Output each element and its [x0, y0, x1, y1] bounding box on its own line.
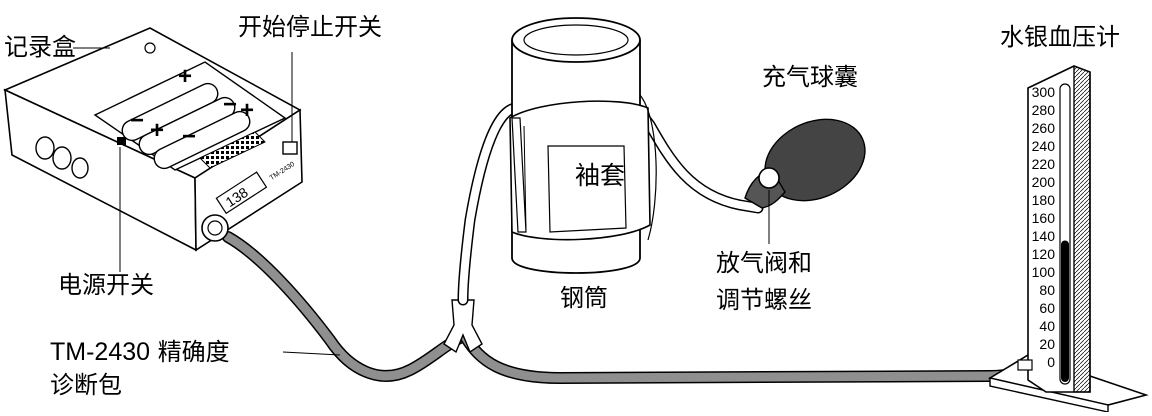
svg-text:+: + — [150, 117, 164, 144]
pressure-scale: 3002802602402202001801601401201008060402… — [1032, 84, 1056, 370]
batteries: + − + − + − — [121, 63, 254, 170]
scale-tick-label: 280 — [1032, 102, 1056, 118]
svg-text:−: − — [223, 91, 237, 118]
scale-tick-label: 200 — [1032, 174, 1056, 190]
cuff — [509, 94, 657, 241]
manometer-label: 水银血压计 — [1000, 23, 1120, 51]
scale-tick-label: 240 — [1032, 138, 1056, 154]
scale-tick-label: 60 — [1039, 300, 1055, 316]
scale-tick-label: 220 — [1032, 156, 1056, 172]
start-stop-switch-label: 开始停止开关 — [238, 13, 382, 41]
scale-tick-label: 140 — [1032, 228, 1056, 244]
scale-tick-label: 80 — [1039, 282, 1055, 298]
scale-tick-label: 120 — [1032, 246, 1056, 262]
scale-tick-label: 40 — [1039, 318, 1055, 334]
svg-text:+: + — [240, 97, 254, 124]
kit-name-line2: 诊断包 — [50, 371, 122, 399]
svg-text:+: + — [178, 63, 192, 90]
cuff-label: 袖套 — [575, 161, 626, 190]
valve-screw — [758, 167, 780, 189]
scale-tick-label: 300 — [1032, 84, 1056, 100]
scale-tick-label: 180 — [1032, 192, 1056, 208]
record-box: + − + − + − 138 TM-2430 — [3, 27, 341, 356]
scale-tick-label: 20 — [1039, 336, 1055, 352]
mercury-column — [1061, 240, 1069, 382]
start-stop-switch — [282, 141, 298, 155]
valve-label-line2: 调节螺丝 — [716, 286, 812, 314]
scale-tick-label: 100 — [1032, 264, 1056, 280]
svg-text:−: − — [130, 107, 144, 134]
mercury-manometer: 3002802602402202001801601401201008060402… — [987, 65, 1149, 413]
scale-tick-label: 160 — [1032, 210, 1056, 226]
inflation-bulb — [744, 118, 866, 244]
valve-label-line1: 放气阀和 — [716, 249, 812, 277]
power-switch — [117, 137, 126, 145]
scale-tick-label: 260 — [1032, 120, 1056, 136]
record-box-label: 记录盒 — [4, 33, 76, 61]
steel-cylinder-label: 钢筒 — [560, 284, 608, 312]
inflation-bulb-label: 充气球囊 — [762, 63, 858, 91]
kit-model: TM-2430 — [50, 338, 151, 366]
svg-text:−: − — [182, 123, 196, 150]
scale-tick-label: 0 — [1047, 354, 1055, 370]
kit-name-line1: 精确度 — [157, 338, 230, 366]
y-connector — [443, 299, 483, 354]
kit-label: TM-2430 精确度 — [50, 338, 230, 367]
power-switch-label: 电源开关 — [58, 271, 154, 299]
